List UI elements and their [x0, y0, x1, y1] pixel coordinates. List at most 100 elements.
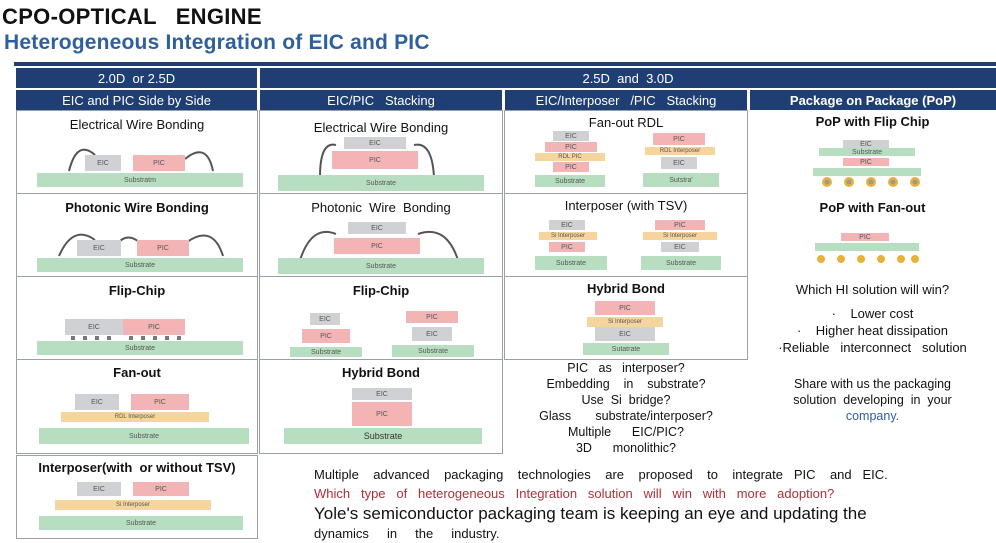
- cell-label: Photonic Wire Bonding: [311, 200, 451, 215]
- eic-die: EIC: [85, 155, 121, 171]
- question-item: Glass substrate/interposer?: [539, 409, 713, 423]
- si-interposer: Si Interposer: [587, 317, 663, 327]
- header-group-3d: 2.5D and 3.0D: [260, 68, 996, 88]
- substrate: Substrate: [37, 341, 243, 355]
- substrate: [813, 168, 921, 176]
- si-interposer: Si Interposer: [55, 500, 211, 510]
- cell-label: Interposer(with or without TSV): [38, 460, 236, 475]
- cell-pop-fan-out: PoP with Fan-out PIC: [749, 193, 996, 277]
- eic-die: EIC: [65, 319, 123, 335]
- substrate: Substrate: [39, 516, 243, 530]
- pic-die: PIC: [545, 142, 597, 152]
- rdl-interposer: RDL Interposer: [645, 147, 715, 155]
- si-interposer: Si Interposer: [539, 232, 597, 240]
- eic-die: EIC: [77, 482, 121, 496]
- bullet-item: ·Reliable interconnect solution: [778, 340, 967, 355]
- cell-stack-electrical-wire-bonding: Electrical Wire Bonding EIC PIC Substrat…: [259, 110, 503, 194]
- pic-die: PIC: [133, 482, 189, 496]
- cell-electrical-wire-bonding: Electrical Wire Bonding EIC PIC Substrat…: [16, 110, 258, 194]
- stack-wire-diagram: [319, 143, 435, 178]
- pic-die: PIC: [332, 151, 418, 169]
- rdl-interposer: RDL PIC: [535, 153, 605, 161]
- substrate: Substrate: [535, 175, 605, 187]
- question-item: Use Si bridge?: [581, 393, 671, 407]
- eic-die: EIC: [661, 157, 697, 169]
- cell-stack-photonic-wire-bonding: Photonic Wire Bonding EIC PIC Substrate: [259, 193, 503, 277]
- question-title: Which HI solution will win?: [795, 282, 950, 297]
- header-side-by-side: EIC and PIC Side by Side: [16, 90, 257, 110]
- bumps: [71, 336, 181, 340]
- eic-die: EIC: [348, 222, 406, 234]
- cell-label: PoP with Fan-out: [819, 200, 926, 215]
- cell-label: Hybrid Bond: [342, 365, 420, 380]
- bottom-line-4: dynamics in the industry.: [314, 526, 500, 541]
- cell-interposer-tsv: Interposer (with TSV) EIC Si Interposer …: [504, 193, 748, 277]
- cell-interposer-hybrid-bond: Hybrid Bond PIC Si Interposer EIC Sutatr…: [504, 276, 748, 360]
- cell-label: Photonic Wire Bonding: [65, 200, 209, 215]
- substrate: Substrate: [392, 345, 474, 357]
- substrate: Substrate: [641, 256, 721, 270]
- cell-label: Flip-Chip: [108, 283, 166, 298]
- cell-label: Electrical Wire Bonding: [69, 117, 205, 132]
- substrate: [815, 243, 919, 251]
- substrate: Substrate: [290, 347, 362, 357]
- eic-die: EIC: [661, 242, 699, 252]
- eic-die: EIC: [595, 327, 655, 341]
- cell-label: Fan-out RDL: [588, 115, 664, 130]
- question-item: Embedding in substrate?: [546, 377, 706, 391]
- pic-die: PIC: [133, 155, 185, 171]
- pic-die: PIC: [131, 394, 189, 410]
- pic-die: PIC: [549, 242, 585, 252]
- bottom-paragraph: Multiple advanced packaging technologies…: [314, 465, 974, 543]
- eic-die: EIC: [310, 313, 340, 325]
- header-interposer-stacking: EIC/Interposer /PIC Stacking: [505, 90, 747, 110]
- eic-die: EIC: [412, 327, 452, 341]
- pic-die: PIC: [137, 240, 189, 256]
- eic-die: EIC: [344, 137, 406, 149]
- si-interposer: Si Interposer: [643, 232, 717, 240]
- question-list: PIC as interposer? Embedding in substrat…: [504, 360, 748, 456]
- pic-die: PIC: [653, 133, 705, 145]
- share-line: solution developing in your: [793, 393, 952, 407]
- wire-bond-diagram: [68, 148, 214, 172]
- cell-photonic-wire-bonding: Photonic Wire Bonding EIC PIC Substrate: [16, 193, 258, 277]
- substrate: Substrate: [278, 175, 484, 191]
- eic-die: EIC: [352, 388, 412, 400]
- substrate: Substrate: [535, 256, 607, 270]
- fan-out-balls: [817, 255, 919, 263]
- pop-discussion: Which HI solution will win? · Lower cost…: [749, 282, 996, 424]
- eic-die: EIC: [553, 131, 589, 141]
- pic-die: PIC: [352, 402, 412, 426]
- cell-label: Interposer (with TSV): [564, 198, 688, 213]
- eic-die: EIC: [549, 220, 585, 230]
- substrate: Sutstra': [643, 173, 719, 187]
- bottom-line-3: Yole's semiconductor packaging team is k…: [314, 504, 867, 523]
- pic-die: PIC: [123, 319, 185, 335]
- cell-fan-out: Fan-out EIC PIC RDL Interposer Substrate: [16, 359, 258, 454]
- cell-stack-hybrid-bond: Hybrid Bond EIC PIC Substrate: [259, 359, 503, 454]
- pic-die: PIC: [302, 329, 350, 343]
- substrate: Substrate: [37, 258, 243, 272]
- bottom-line-1: Multiple advanced packaging technologies…: [314, 467, 888, 482]
- pic-die: PIC: [595, 301, 655, 315]
- substrate: Sutatrate: [583, 343, 669, 355]
- question-item: Multiple EIC/PIC?: [567, 425, 684, 439]
- rdl-interposer: RDL Interposer: [61, 412, 209, 422]
- eic-die: EIC: [77, 240, 121, 256]
- question-item: PIC as interposer?: [567, 361, 685, 375]
- share-line: Share with us the packaging: [793, 377, 952, 391]
- substrate: Substrate: [284, 428, 482, 444]
- page-title: CPO-OPTICAL ENGINE: [2, 4, 262, 29]
- header-stacking: EIC/PIC Stacking: [260, 90, 502, 110]
- cell-stack-flip-chip: Flip-Chip EIC PIC Substrate PIC EIC Subs…: [259, 276, 503, 360]
- bullet-item: · Higher heat dissipation: [796, 323, 949, 338]
- cell-label: Flip-Chip: [352, 283, 410, 298]
- question-item: 3D monolithic?: [575, 441, 677, 455]
- pic-die: PIC: [843, 158, 889, 166]
- bottom-line-2: Which type of heterogeneous Integration …: [314, 486, 835, 501]
- page-subtitle: Heterogeneous Integration of EIC and PIC: [4, 31, 430, 54]
- substrate: Substrate: [39, 428, 249, 444]
- eic-die: EIC: [843, 140, 889, 148]
- cell-label: PoP with Flip Chip: [815, 114, 930, 129]
- share-line: company.: [845, 409, 900, 423]
